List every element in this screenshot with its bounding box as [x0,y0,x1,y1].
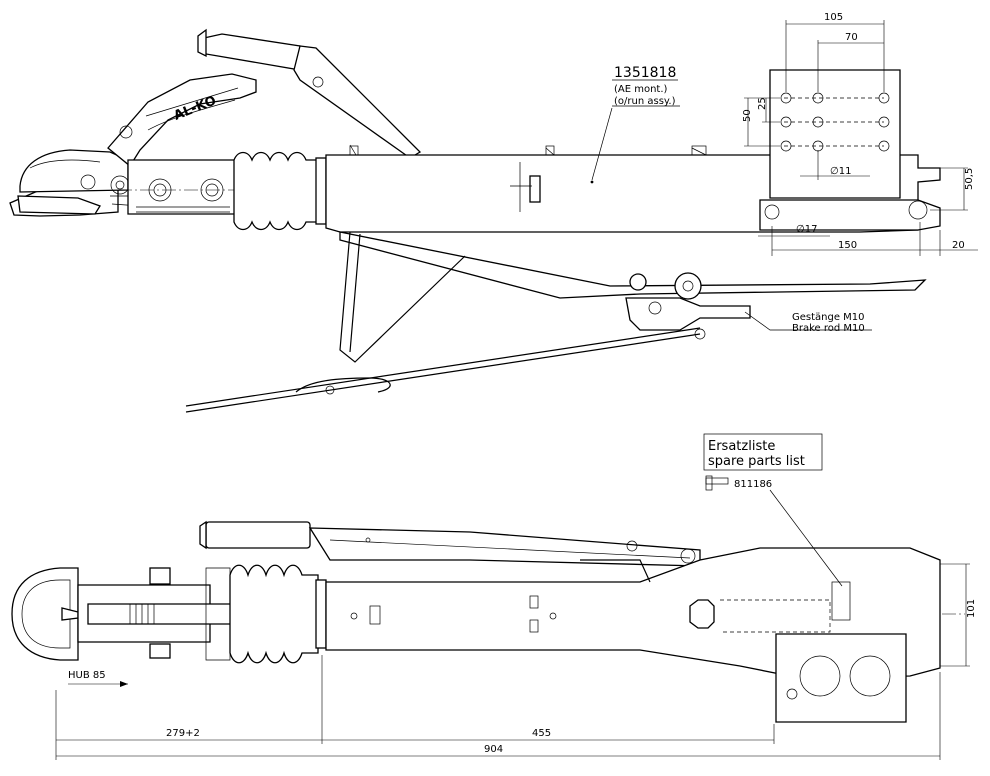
coupling-head-front [11,567,261,661]
mounting-plate [759,69,941,231]
dim-105: 105 [824,12,843,23]
bellows [233,151,327,231]
bottom-dimensions: 101 279+2 455 904 [55,563,977,760]
brake-rod-callout: Gestänge M10 Brake rod M10 [744,311,872,334]
spare-part-icon [705,475,729,491]
dim-50-5: 50,5 [964,168,975,190]
dim-70: 70 [845,32,858,43]
dim-455: 455 [532,728,551,739]
brake-rod-label-de: Gestänge M10 [792,312,865,323]
stroke-label: HUB 85 [68,670,106,681]
dim-150: 150 [838,240,857,251]
mounting-plate-bottom [775,633,907,723]
bellows-bottom [229,564,327,664]
part-note-mount: (AE mont.) [614,84,668,95]
dim-279: 279+2 [166,728,200,739]
spare-parts-callout: Ersatzliste spare parts list 811186 [703,433,843,587]
handbrake-lever [197,28,422,159]
part-number-callout: 1351818 (AE mont.) (o/run assy.) [590,65,680,184]
dim-hole-11: ∅11 [830,166,851,177]
stroke-callout: HUB 85 [68,670,128,687]
dim-20: 20 [952,240,965,251]
top-view: AL-KO [9,12,978,413]
coupling-head [9,149,141,217]
spare-parts-label-de: Ersatzliste [708,439,775,454]
dim-25: 25 [757,97,768,110]
plate-holes [780,92,890,152]
part-number: 1351818 [614,65,676,81]
lower-brace [339,231,927,363]
spare-part-number: 811186 [734,479,772,490]
dim-50: 50 [742,109,753,122]
drawbar-tube [118,159,330,215]
top-dimensions: 105 70 50 25 ∅11 ∅17 150 20 50,5 [742,12,978,256]
brake-linkage [185,272,751,413]
dim-101: 101 [966,599,977,618]
spare-parts-label-en: spare parts list [708,454,805,469]
handbrake-lever-bottom [199,520,701,567]
coupling-handle: AL-KO [107,73,257,167]
dim-hole-17: ∅17 [796,224,817,235]
bottom-view: Ersatzliste spare parts list 811186 HUB … [11,433,977,760]
brake-rod-label-en: Brake rod M10 [792,323,865,334]
part-note-assy: (o/run assy.) [614,96,676,107]
dim-904: 904 [484,744,503,755]
